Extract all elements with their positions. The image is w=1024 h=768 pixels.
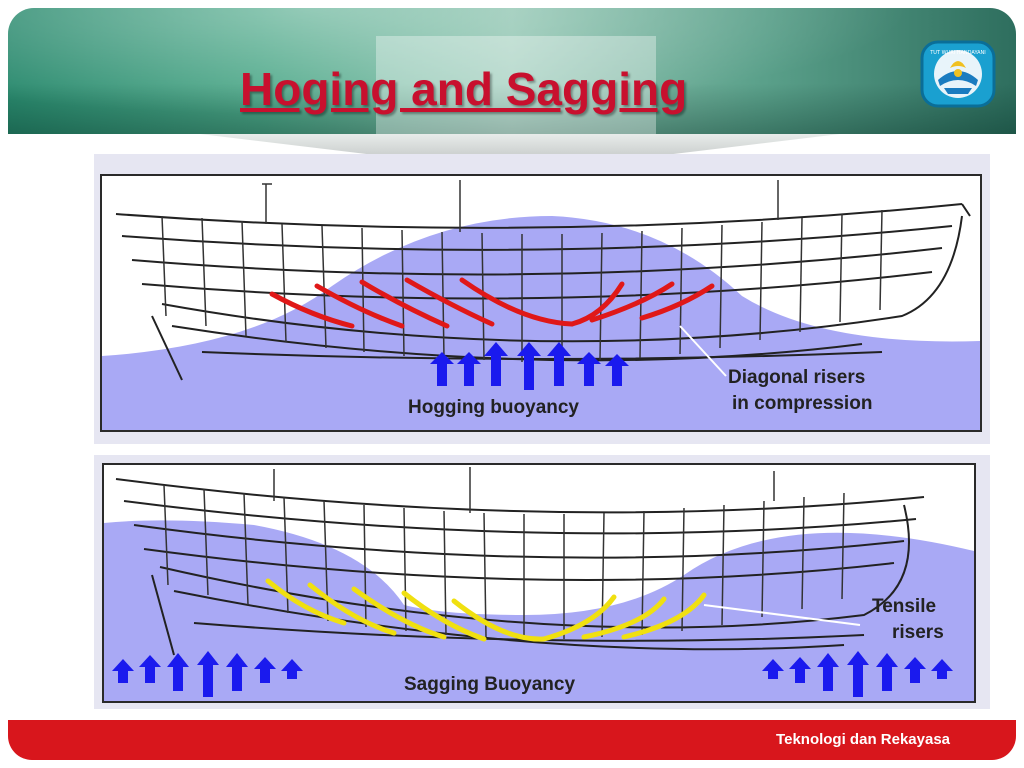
hogging-label-line2: in compression	[732, 393, 873, 414]
sagging-diagram-frame: Sagging Buoyancy Tensile risers	[102, 463, 976, 703]
hogging-label-pointer	[679, 325, 727, 377]
sagging-label-pointer	[703, 604, 861, 626]
sagging-caption: Sagging Buoyancy	[404, 674, 576, 695]
slide-footer: Teknologi dan Rekayasa	[8, 720, 1016, 760]
tut-wuri-handayani-emblem-icon: TUT WURI HANDAYANI	[920, 40, 996, 108]
sagging-label-line1: Tensile	[872, 596, 937, 617]
sagging-water	[104, 520, 974, 701]
sagging-ship-drawing	[104, 467, 974, 701]
slide-header	[8, 8, 1016, 134]
hogging-diagram-panel: Hogging buoyancy Diagonal risers in comp…	[94, 154, 990, 444]
hogging-caption: Hogging buoyancy	[408, 397, 579, 418]
header-funnel-shape	[200, 134, 840, 170]
header-gradient	[8, 8, 1016, 134]
sagging-tensile-risers	[265, 578, 707, 642]
sagging-label-line2: risers	[892, 622, 944, 643]
sagging-buoyancy-arrows-left	[112, 651, 303, 697]
hogging-water	[102, 216, 980, 430]
hogging-diagonal-risers	[269, 277, 715, 329]
footer-text: Teknologi dan Rekayasa	[776, 731, 950, 748]
hogging-diagram-frame: Hogging buoyancy Diagonal risers in comp…	[100, 174, 982, 432]
hogging-label-line1: Diagonal risers	[728, 367, 866, 388]
header-title-backdrop	[376, 36, 656, 134]
hogging-buoyancy-arrows	[430, 342, 629, 390]
logo-lettering: TUT WURI HANDAYANI	[929, 50, 986, 56]
hogging-ship-drawing	[102, 180, 980, 430]
slide-title: Hoging and Sagging	[240, 63, 688, 115]
sagging-buoyancy-arrows-right	[762, 651, 953, 697]
sagging-diagram-panel: Sagging Buoyancy Tensile risers	[94, 455, 990, 709]
hogging-frames	[161, 180, 883, 362]
